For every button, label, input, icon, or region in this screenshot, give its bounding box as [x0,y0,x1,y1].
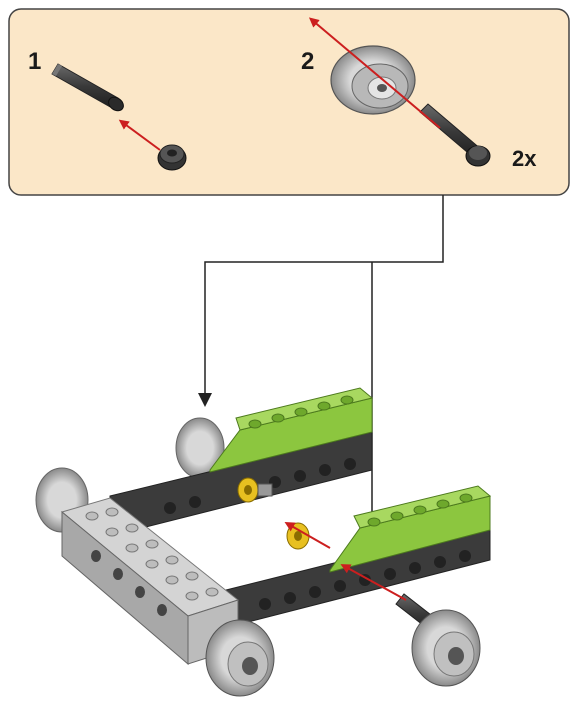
part2-wheel [331,46,415,114]
connector-line-left [205,195,443,400]
quantity-label: 2x [512,148,536,170]
assembly [36,388,490,696]
callout-box [9,9,569,195]
step-2-label: 2 [301,50,314,74]
wheel-front-right [206,620,274,696]
part1-stopper [158,145,186,170]
wheel-loose [412,610,480,686]
step-1-label: 1 [28,50,41,74]
